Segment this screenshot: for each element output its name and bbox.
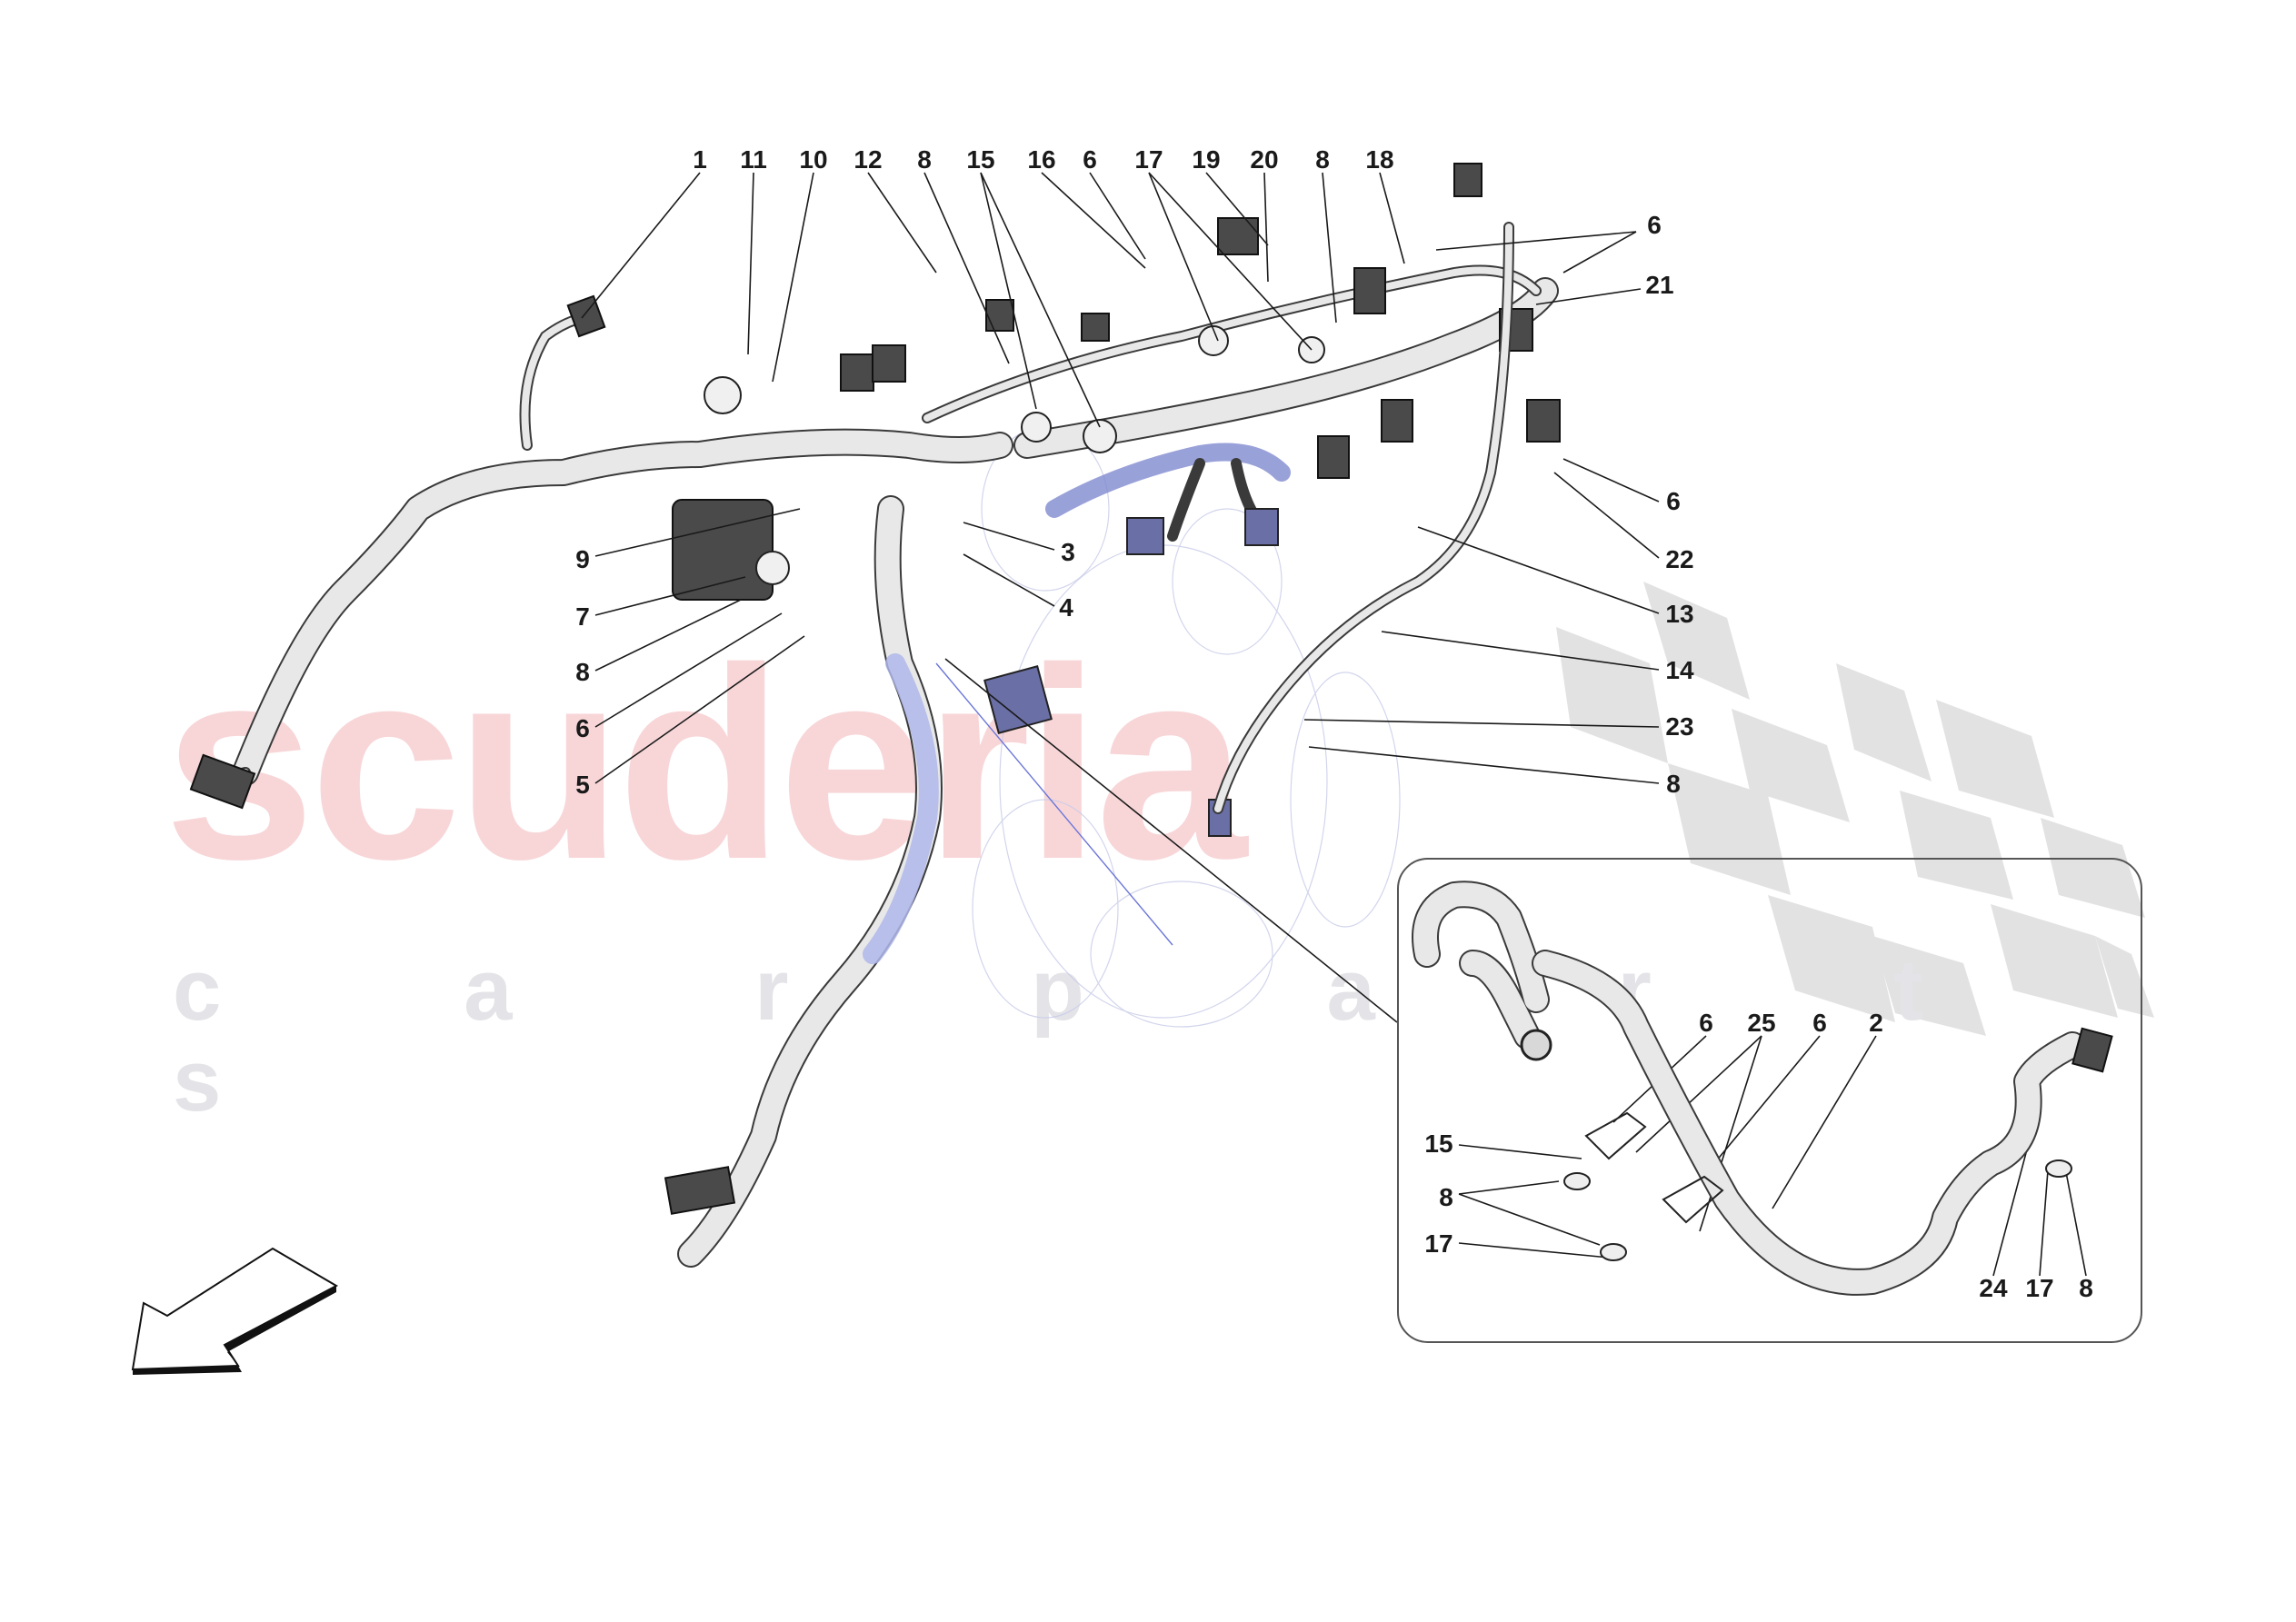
callout-5[interactable]: 5 [575, 771, 590, 799]
callout-20[interactable]: 20 [1250, 145, 1279, 174]
callout-14[interactable]: 14 [1665, 656, 1694, 684]
inset-callout-25[interactable]: 25 [1747, 1009, 1776, 1037]
inset-drawing [1412, 881, 2113, 1296]
callout-10[interactable]: 10 [799, 145, 828, 174]
inset-callout-6[interactable]: 6 [1812, 1009, 1827, 1037]
scuderia-watermark: scuderia [164, 611, 1247, 916]
callout-7[interactable]: 7 [575, 602, 590, 631]
callout-15[interactable]: 15 [966, 145, 995, 174]
direction-arrow-icon [131, 1247, 339, 1375]
callout-6[interactable]: 6 [575, 714, 590, 742]
callout-19[interactable]: 19 [1192, 145, 1221, 174]
callout-13[interactable]: 13 [1665, 600, 1694, 628]
callout-16[interactable]: 16 [1027, 145, 1056, 174]
callout-9[interactable]: 9 [575, 545, 590, 573]
callout-8[interactable]: 8 [1315, 145, 1330, 174]
callout-3[interactable]: 3 [1061, 538, 1075, 566]
inset-callout-17[interactable]: 17 [1424, 1229, 1453, 1258]
inset-callout-15[interactable]: 15 [1424, 1129, 1453, 1158]
callout-8[interactable]: 8 [1666, 770, 1681, 798]
callout-6[interactable]: 6 [1647, 211, 1662, 239]
callout-11[interactable]: 11 [740, 145, 767, 174]
callout-18[interactable]: 18 [1365, 145, 1394, 174]
inset-callout-2[interactable]: 2 [1869, 1009, 1883, 1037]
callout-12[interactable]: 12 [854, 145, 883, 174]
engine-ghost-outline [972, 426, 1401, 1028]
inset-callout-8[interactable]: 8 [2079, 1274, 2093, 1302]
callout-23[interactable]: 23 [1665, 712, 1694, 741]
callout-21[interactable]: 21 [1645, 271, 1674, 299]
callout-1[interactable]: 1 [693, 145, 707, 174]
inset-callout-6[interactable]: 6 [1699, 1009, 1713, 1037]
callout-17[interactable]: 17 [1134, 145, 1163, 174]
leader-lines [581, 172, 2087, 1277]
callout-4[interactable]: 4 [1059, 593, 1073, 622]
callout-8[interactable]: 8 [917, 145, 932, 174]
carparts-watermark: c a r p a r t s [173, 941, 2032, 1129]
callout-6[interactable]: 6 [1666, 487, 1681, 515]
callout-22[interactable]: 22 [1665, 545, 1694, 573]
callout-8[interactable]: 8 [575, 658, 590, 686]
detail-inset-frame [1397, 858, 2142, 1343]
inset-callout-24[interactable]: 24 [1979, 1274, 2008, 1302]
inset-callout-17[interactable]: 17 [2025, 1274, 2054, 1302]
inset-callout-8[interactable]: 8 [1439, 1183, 1453, 1211]
callout-6[interactable]: 6 [1083, 145, 1097, 174]
